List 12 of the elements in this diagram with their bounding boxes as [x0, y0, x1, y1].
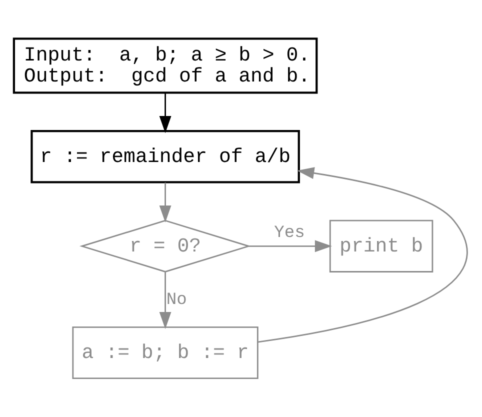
arrow: [159, 182, 172, 223]
arrow: [159, 93, 172, 134]
node-box: r := remainder of a/b: [30, 130, 300, 184]
arrow: [258, 167, 468, 343]
edge-label: No: [166, 290, 187, 310]
edge-label: Yes: [274, 224, 305, 244]
arrow: [159, 272, 172, 330]
node-diamond: r = 0?: [80, 220, 252, 272]
node-box: a := b; b := r: [72, 326, 258, 380]
node-box: print b: [329, 220, 434, 272]
node-box: Input: a, b; a ≥ b > 0. Output: gcd of a and b.: [12, 38, 318, 94]
arrow: [248, 240, 332, 252]
